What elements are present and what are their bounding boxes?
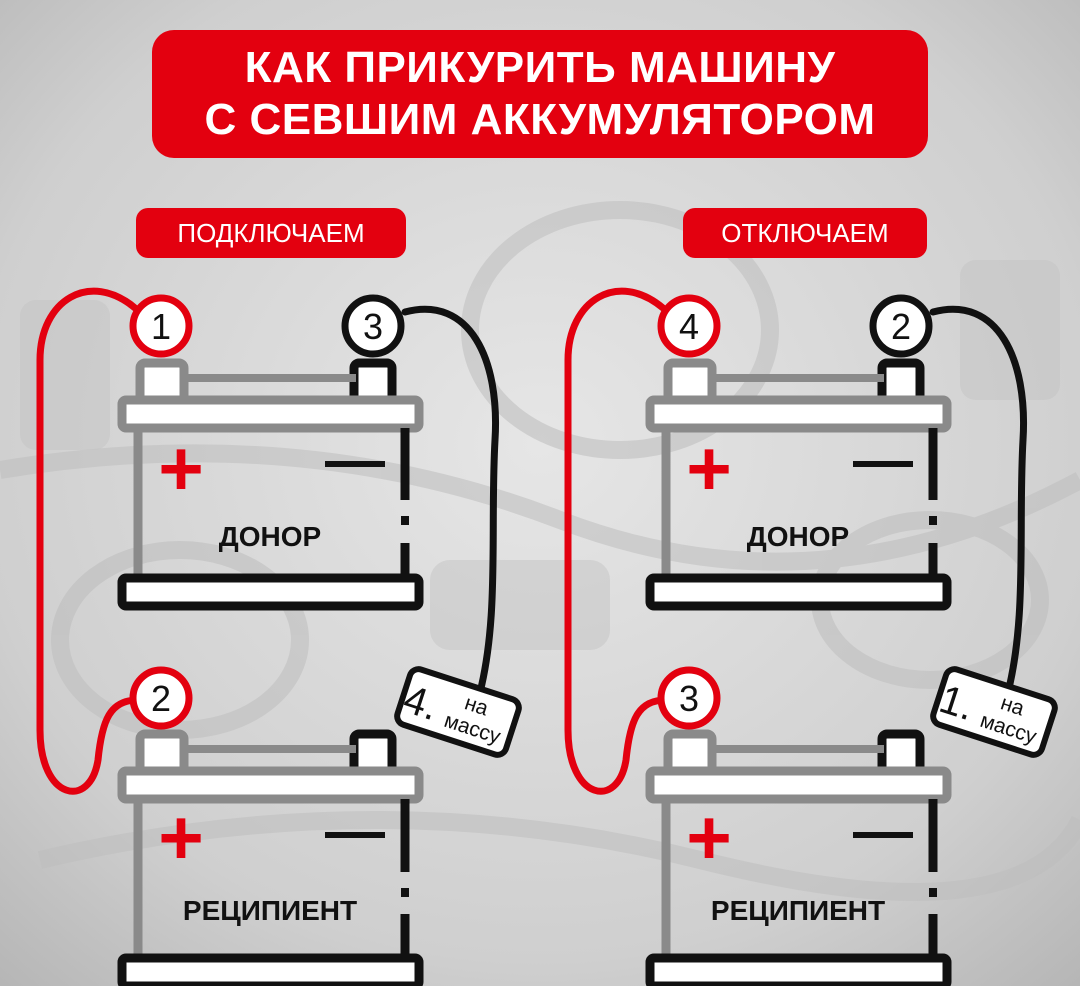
title-banner: КАК ПРИКУРИТЬ МАШИНУ С СЕВШИМ АККУМУЛЯТО… bbox=[152, 30, 928, 158]
step-number: 2 bbox=[151, 678, 171, 719]
step-marker-recipient-plus: 2 bbox=[129, 666, 193, 730]
recipient-minus-sign: — bbox=[325, 797, 385, 864]
step-marker-donor-plus: 1 bbox=[129, 294, 193, 358]
step-number: 3 bbox=[679, 678, 699, 719]
recipient-label: РЕЦИПИЕНТ bbox=[711, 895, 885, 926]
step-number: 3 bbox=[363, 306, 383, 347]
step-number: 1 bbox=[151, 306, 171, 347]
panel-disconnect: + — ДОНОР + — РЕЦИПИЕНТ 4 2 bbox=[564, 287, 1058, 986]
section-label-disconnect: ОТКЛЮЧАЕМ bbox=[683, 208, 927, 258]
donor-battery: + — ДОНОР bbox=[117, 358, 424, 611]
ground-tag: 4. на массу bbox=[394, 666, 522, 758]
black-cable bbox=[401, 305, 500, 704]
donor-plus-sign: + bbox=[158, 424, 204, 512]
ground-tag: 1. на массу bbox=[930, 666, 1058, 758]
recipient-plus-sign: + bbox=[158, 793, 204, 881]
step-marker-donor-minus: 3 bbox=[341, 294, 405, 358]
step-marker-donor-plus: 4 bbox=[657, 294, 721, 358]
recipient-label: РЕЦИПИЕНТ bbox=[183, 895, 357, 926]
title-line-2: С СЕВШИМ АККУМУЛЯТОРОМ bbox=[204, 95, 876, 144]
donor-label: ДОНОР bbox=[747, 521, 849, 552]
step-marker-recipient-plus: 3 bbox=[657, 666, 721, 730]
recipient-battery: + — РЕЦИПИЕНТ bbox=[117, 729, 424, 986]
donor-label: ДОНОР bbox=[219, 521, 321, 552]
red-cable bbox=[36, 287, 142, 795]
donor-minus-sign: — bbox=[853, 426, 913, 493]
step-marker-donor-minus: 2 bbox=[869, 294, 933, 358]
recipient-plus-sign: + bbox=[686, 793, 732, 881]
donor-minus-sign: — bbox=[325, 426, 385, 493]
title-line-1: КАК ПРИКУРИТЬ МАШИНУ bbox=[244, 43, 836, 92]
black-cable bbox=[929, 305, 1028, 704]
recipient-minus-sign: — bbox=[853, 797, 913, 864]
donor-plus-sign: + bbox=[686, 424, 732, 512]
red-cable bbox=[564, 287, 670, 795]
recipient-battery: + — РЕЦИПИЕНТ bbox=[645, 729, 952, 986]
section-label-connect: ПОДКЛЮЧАЕМ bbox=[136, 208, 406, 258]
panel-connect: + — ДОНОР + — РЕЦИПИЕНТ 1 3 bbox=[36, 287, 522, 986]
donor-battery: + — ДОНОР bbox=[645, 358, 952, 611]
step-number: 4 bbox=[679, 306, 699, 347]
step-number: 2 bbox=[891, 306, 911, 347]
